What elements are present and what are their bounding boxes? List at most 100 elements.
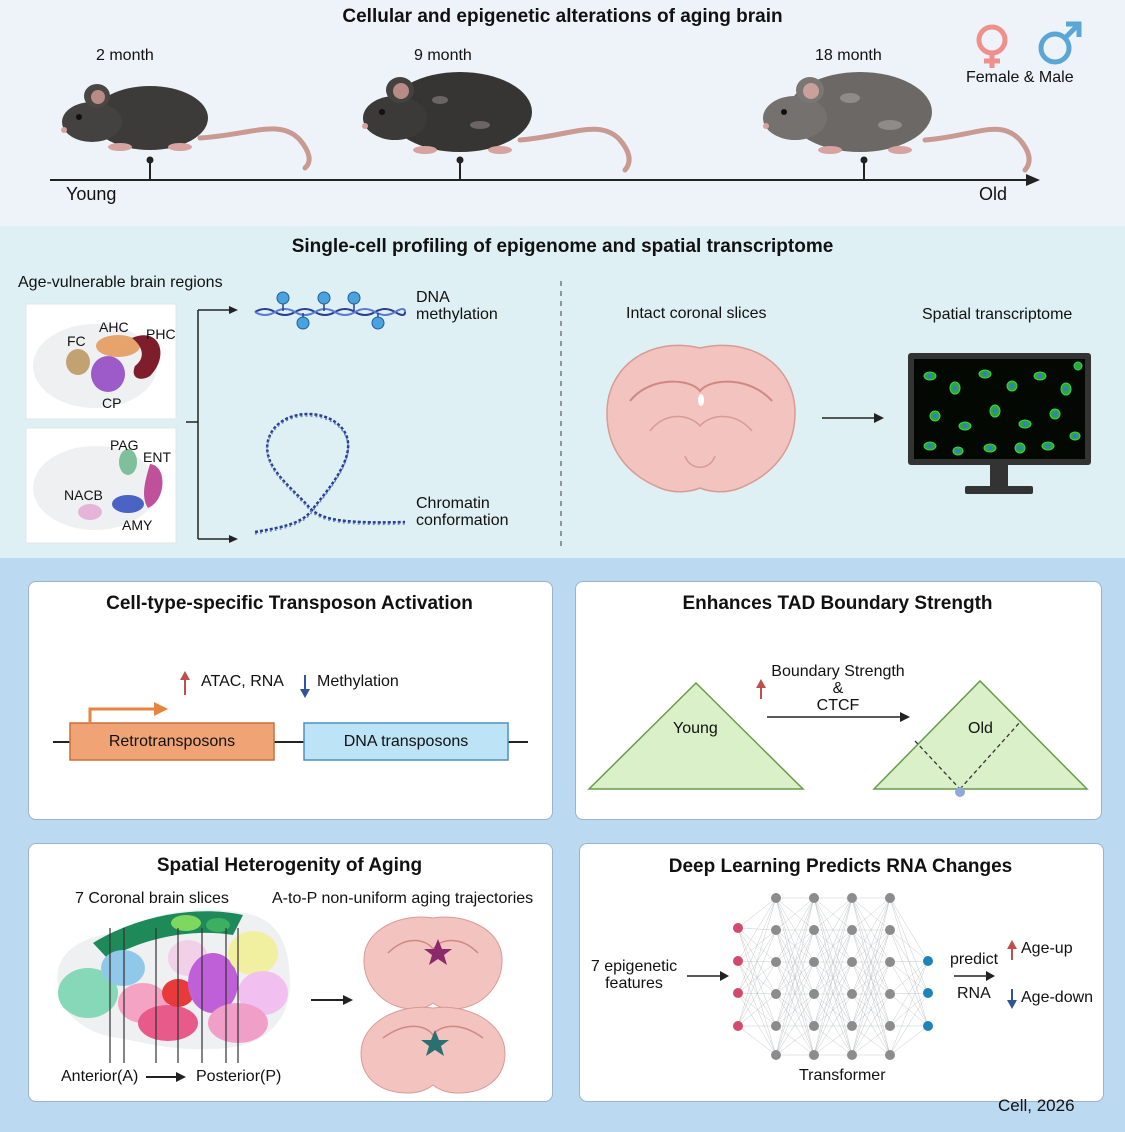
network-edge bbox=[889, 897, 929, 1027]
hidden-node bbox=[847, 893, 857, 903]
age-up-label: Age-up bbox=[1021, 940, 1073, 957]
anterior-slice-icon bbox=[363, 916, 503, 1010]
coronal-brain-slices-label: 7 Coronal brain slices bbox=[75, 890, 229, 907]
network-edge bbox=[737, 929, 777, 1027]
predict-label: predict bbox=[950, 951, 999, 968]
hidden-node bbox=[771, 957, 781, 967]
network-edge bbox=[813, 1025, 853, 1056]
output-node bbox=[923, 988, 933, 998]
chromatin-label-1: Chromatin bbox=[416, 495, 490, 512]
hidden-node bbox=[771, 989, 781, 999]
network-edge bbox=[737, 927, 777, 995]
citation: Cell, 2026 bbox=[998, 1096, 1075, 1115]
up-arrow-icon bbox=[180, 671, 190, 695]
network-edge bbox=[851, 993, 891, 1056]
spatial-graphic bbox=[57, 909, 506, 1094]
network-edge bbox=[889, 897, 929, 962]
sex-label: Female & Male bbox=[966, 69, 1074, 86]
network-edge bbox=[775, 897, 815, 931]
region-label-phc: PHC bbox=[146, 326, 176, 342]
anterior-label: Anterior(A) bbox=[61, 1068, 139, 1085]
network-edge bbox=[813, 929, 853, 1027]
dna-methylation-icon bbox=[254, 291, 406, 330]
tad-card-title: Enhances TAD Boundary Strength bbox=[682, 593, 993, 614]
dna-methylation-label-2: methylation bbox=[416, 306, 498, 323]
main-title: Cellular and epigenetic alterations of a… bbox=[342, 6, 783, 27]
network-edge bbox=[851, 897, 891, 995]
network-edge bbox=[775, 897, 815, 995]
network-edge bbox=[813, 897, 853, 995]
ent-region-shape bbox=[144, 464, 163, 508]
transposon-card-title: Cell-type-specific Transposon Activation bbox=[106, 593, 473, 614]
transposon-graphic bbox=[53, 671, 528, 761]
retrotransposons-label: Retrotransposons bbox=[108, 733, 236, 750]
ctcf-label: CTCF bbox=[816, 697, 860, 714]
network-edge bbox=[851, 897, 891, 1027]
network-edge bbox=[813, 897, 853, 1027]
network-edge bbox=[813, 993, 853, 1027]
posterior-slice-icon bbox=[360, 1006, 506, 1094]
network-edge bbox=[775, 897, 815, 1027]
hidden-node bbox=[885, 1050, 895, 1060]
network-edge bbox=[813, 961, 853, 1056]
sagittal-brain-icon bbox=[57, 909, 290, 1050]
network-edge bbox=[775, 961, 815, 1027]
hidden-node bbox=[885, 893, 895, 903]
hidden-node bbox=[809, 893, 819, 903]
pag-region-shape bbox=[119, 449, 137, 475]
atac-rna-label: ATAC, RNA bbox=[201, 673, 284, 690]
age-label-9-month: 9 month bbox=[414, 47, 472, 64]
network-edge bbox=[737, 1025, 777, 1056]
hidden-node bbox=[771, 893, 781, 903]
hidden-node bbox=[809, 1021, 819, 1031]
network-edge bbox=[851, 897, 891, 963]
epigenetic-features-label-2: features bbox=[605, 975, 663, 992]
hidden-node bbox=[771, 925, 781, 935]
network-edge bbox=[737, 927, 777, 1056]
young-label: Young bbox=[66, 184, 117, 204]
phc-region-shape bbox=[132, 335, 161, 379]
network-edge bbox=[737, 992, 777, 995]
nacb-region-shape bbox=[78, 504, 102, 520]
ahc-region-shape bbox=[96, 335, 140, 357]
boundary-strength-label: Boundary Strength bbox=[771, 663, 905, 680]
old-label: Old bbox=[979, 184, 1008, 204]
hidden-node bbox=[809, 957, 819, 967]
region-label-fc: FC bbox=[67, 333, 86, 349]
network-edge bbox=[737, 897, 777, 962]
cp-region-shape bbox=[91, 356, 125, 392]
hidden-node bbox=[885, 957, 895, 967]
network-edge bbox=[889, 961, 929, 1027]
network-edge bbox=[889, 929, 929, 962]
regions-title: Age-vulnerable brain regions bbox=[18, 274, 223, 291]
network-edge bbox=[813, 897, 853, 963]
male-symbol-icon bbox=[1038, 21, 1082, 65]
network-edge bbox=[889, 1025, 929, 1056]
dna-transposons-label: DNA transposons bbox=[343, 733, 469, 750]
old-mouse-icon bbox=[763, 72, 1032, 173]
network-edge bbox=[737, 897, 777, 994]
region-label-cp: CP bbox=[102, 395, 122, 411]
output-node bbox=[923, 1021, 933, 1031]
transposon-card bbox=[28, 581, 553, 820]
hidden-node bbox=[885, 989, 895, 999]
network-edge bbox=[737, 993, 777, 1027]
network-edge bbox=[889, 960, 929, 1027]
network-edge bbox=[851, 897, 891, 1056]
posterior-label: Posterior(P) bbox=[196, 1068, 282, 1085]
network-edge bbox=[737, 927, 777, 1027]
deep-learning-card-title: Deep Learning Predicts RNA Changes bbox=[668, 856, 1013, 877]
network-edge bbox=[813, 993, 853, 1056]
region-label-amy: AMY bbox=[122, 517, 153, 533]
age-down-arrow-icon bbox=[1007, 989, 1017, 1009]
input-node bbox=[733, 956, 743, 966]
age-label-18-month: 18 month bbox=[815, 47, 882, 64]
input-node bbox=[733, 923, 743, 933]
mice-timeline-graphic bbox=[50, 21, 1082, 186]
network-edge bbox=[775, 1025, 815, 1056]
network-edge bbox=[851, 929, 891, 1027]
network-edge bbox=[889, 960, 929, 995]
profiling-graphic bbox=[25, 281, 1091, 546]
hidden-node bbox=[885, 925, 895, 935]
middle-aged-mouse-icon bbox=[362, 72, 632, 173]
